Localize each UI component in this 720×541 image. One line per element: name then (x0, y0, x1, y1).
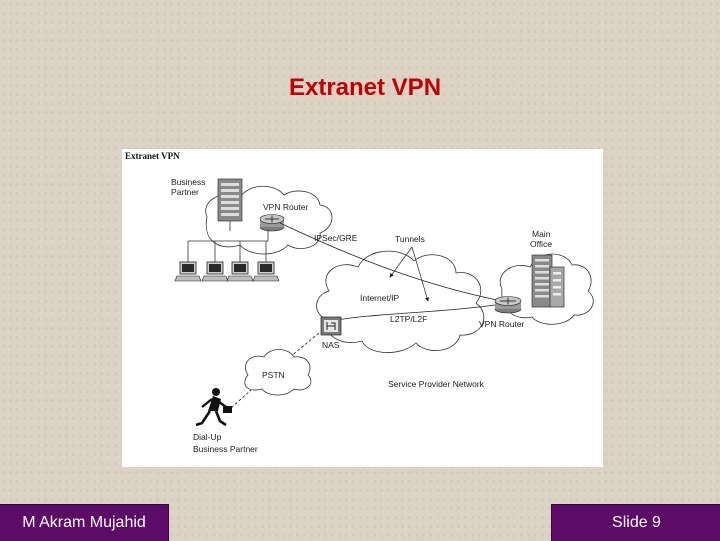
tunnel-lines (279, 222, 503, 322)
nas-label: NAS (322, 340, 340, 350)
service-provider-network-label: Service Provider Network (388, 379, 485, 389)
right-vpn-router-label: VPN Router (479, 319, 525, 329)
right-vpn-router-icon (494, 296, 522, 314)
internet-cloud (316, 250, 485, 353)
tunnels-label: Tunnels (395, 234, 425, 244)
workstation-icon (201, 261, 229, 282)
figure-caption: Extranet VPN (125, 151, 180, 161)
business-partner-label-1: Business (171, 177, 206, 187)
dialup-label-2: Business Partner (193, 444, 258, 454)
workstation-icon (174, 261, 202, 282)
main-office-building-icon (531, 254, 565, 308)
main-office-label-1: Main (532, 229, 551, 239)
dialup-user-icon (195, 388, 232, 427)
tunnel-pointers (389, 246, 430, 302)
network-diagram: Extranet VPN Business Partner (122, 149, 603, 467)
ipsec-gre-label: IPSec/GRE (314, 233, 358, 243)
left-vpn-router-icon (259, 214, 285, 232)
internet-ip-label: Internet/IP (360, 293, 400, 303)
business-partner-label-2: Partner (171, 187, 199, 197)
pstn-cloud (244, 349, 312, 396)
dialup-link (229, 332, 320, 410)
slide-number-footer: Slide 9 (551, 504, 720, 541)
workstation-icon (252, 261, 280, 282)
main-office-label-2: Office (530, 239, 552, 249)
nas-icon (320, 316, 342, 336)
l2tp-l2f-label: L2TP/L2F (390, 314, 427, 324)
dialup-label-1: Dial-Up (193, 432, 222, 442)
workstation-icon (226, 261, 254, 282)
pstn-label: PSTN (262, 370, 285, 380)
slide-number: Slide 9 (612, 514, 661, 531)
left-vpn-router-label: VPN Router (263, 202, 309, 212)
author-footer: M Akram Mujahid (0, 504, 169, 541)
author-name: M Akram Mujahid (22, 514, 146, 531)
slide-title: Extranet VPN (288, 74, 442, 101)
business-partner-server-icon (217, 178, 243, 222)
lan-lines (187, 221, 269, 262)
